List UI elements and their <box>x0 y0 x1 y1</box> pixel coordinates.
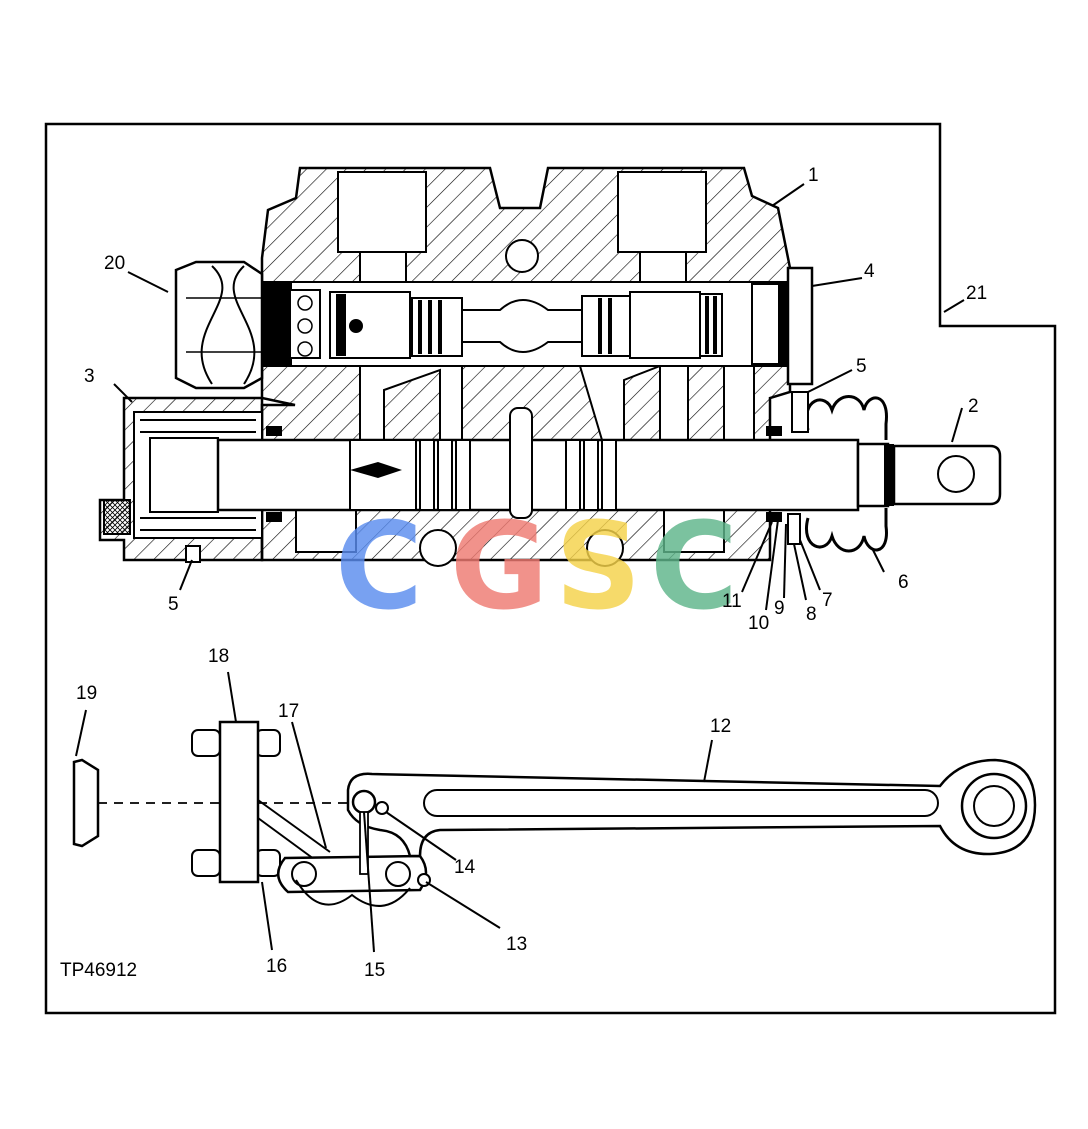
callout-9: 9 <box>774 598 785 619</box>
callout-6: 6 <box>898 572 909 593</box>
figure-code: TP46912 <box>60 960 137 981</box>
rubber-boot <box>805 395 888 553</box>
main-spool <box>216 407 1002 522</box>
callout-3: 3 <box>84 366 95 387</box>
callout-11: 11 <box>722 591 742 612</box>
callout-20: 20 <box>104 253 125 274</box>
callout-21: 21 <box>966 283 987 304</box>
boot-retainer <box>791 391 809 433</box>
callout-7: 7 <box>822 590 833 611</box>
watermark: C G S C <box>335 498 738 637</box>
callout-10: 10 <box>748 613 769 634</box>
callout-1: 1 <box>808 165 819 186</box>
washer <box>787 513 801 545</box>
callout-13: 13 <box>506 934 527 955</box>
spring-cap <box>98 396 264 563</box>
callout-19: 19 <box>76 683 97 704</box>
callout-17: 17 <box>278 701 299 722</box>
leader-lines <box>75 183 965 953</box>
callout-5-bottom: 5 <box>168 594 179 615</box>
callout-12: 12 <box>710 716 731 737</box>
watermark-letter: G <box>450 498 549 637</box>
callout-4: 4 <box>864 261 875 282</box>
callout-5-top: 5 <box>856 356 867 377</box>
callout-labels: 1 2 3 4 5 5 6 7 8 9 10 11 12 13 14 15 16… <box>76 165 987 981</box>
figure-frame <box>44 122 1057 1015</box>
callout-18: 18 <box>208 646 229 667</box>
callout-14: 14 <box>454 857 476 878</box>
callout-8: 8 <box>806 604 817 625</box>
plug-left <box>174 260 264 390</box>
callout-15: 15 <box>364 960 385 981</box>
linkage <box>72 720 1037 907</box>
watermark-letter: C <box>335 498 423 637</box>
callout-16: 16 <box>266 956 287 977</box>
watermark-letter: S <box>555 498 641 637</box>
watermark-letter: C <box>650 498 738 637</box>
callout-2: 2 <box>968 396 979 417</box>
